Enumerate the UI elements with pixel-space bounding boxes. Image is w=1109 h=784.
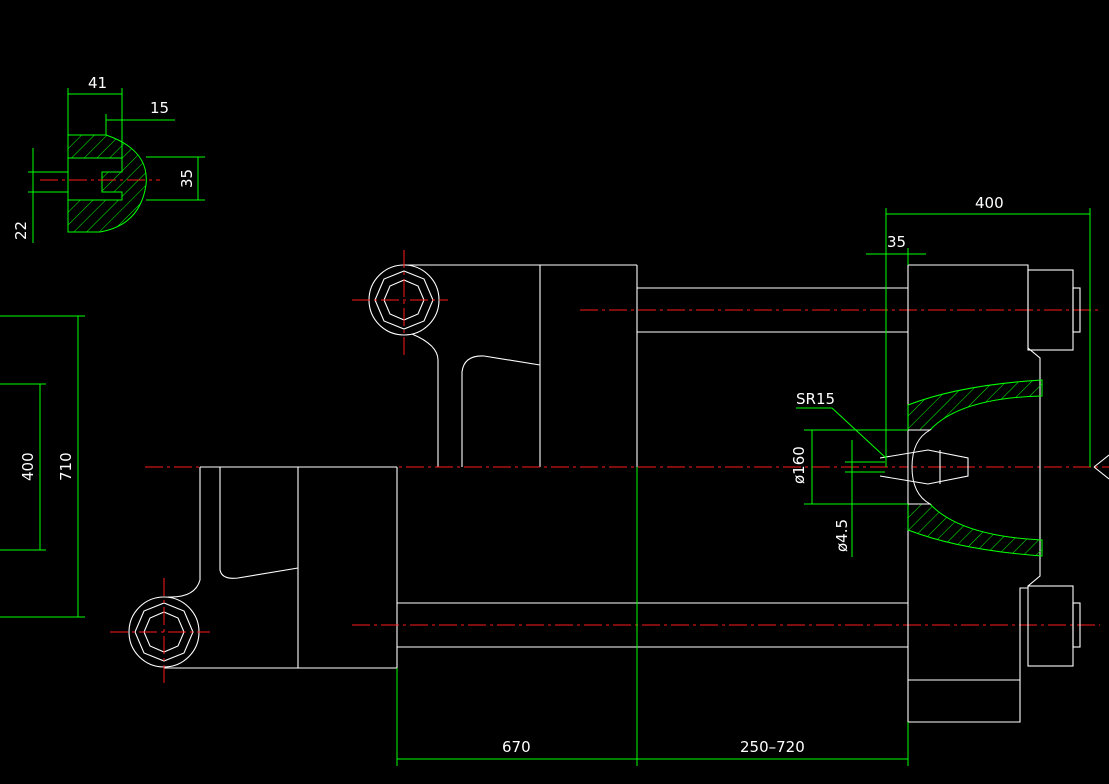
dim-slot-width: 41 bbox=[88, 74, 107, 92]
tie-bars bbox=[352, 287, 1100, 648]
dim-slot-offset: 15 bbox=[150, 99, 169, 117]
upper-toggle-link bbox=[352, 250, 638, 467]
platen-width-dimensions: 400 35 bbox=[866, 194, 1091, 467]
nozzle-dimensions: SR15 ø160 ø4.5 bbox=[790, 390, 908, 557]
left-height-dimensions: 400 710 bbox=[0, 315, 85, 618]
dim-overall-height: 710 bbox=[57, 452, 75, 481]
bottom-dimensions: 670 250–720 bbox=[396, 467, 909, 766]
dim-slot-height: 35 bbox=[178, 169, 196, 188]
dim-orifice-diameter: ø4.5 bbox=[833, 519, 851, 552]
dim-tie-bar-spacing: 400 bbox=[19, 452, 37, 481]
dim-bore-diameter: ø160 bbox=[790, 446, 808, 484]
dim-slot-depth: 22 bbox=[12, 221, 30, 240]
t-slot-detail: 41 15 35 22 bbox=[12, 74, 205, 243]
dim-opening-stroke: 250–720 bbox=[740, 738, 805, 756]
fixed-platen bbox=[879, 264, 1109, 723]
dim-platen-width: 400 bbox=[975, 194, 1004, 212]
dim-nozzle-depth: 35 bbox=[887, 233, 906, 251]
lower-toggle-link bbox=[110, 467, 398, 685]
dim-platen-thickness: 670 bbox=[502, 738, 531, 756]
dim-nozzle-radius: SR15 bbox=[796, 390, 835, 408]
